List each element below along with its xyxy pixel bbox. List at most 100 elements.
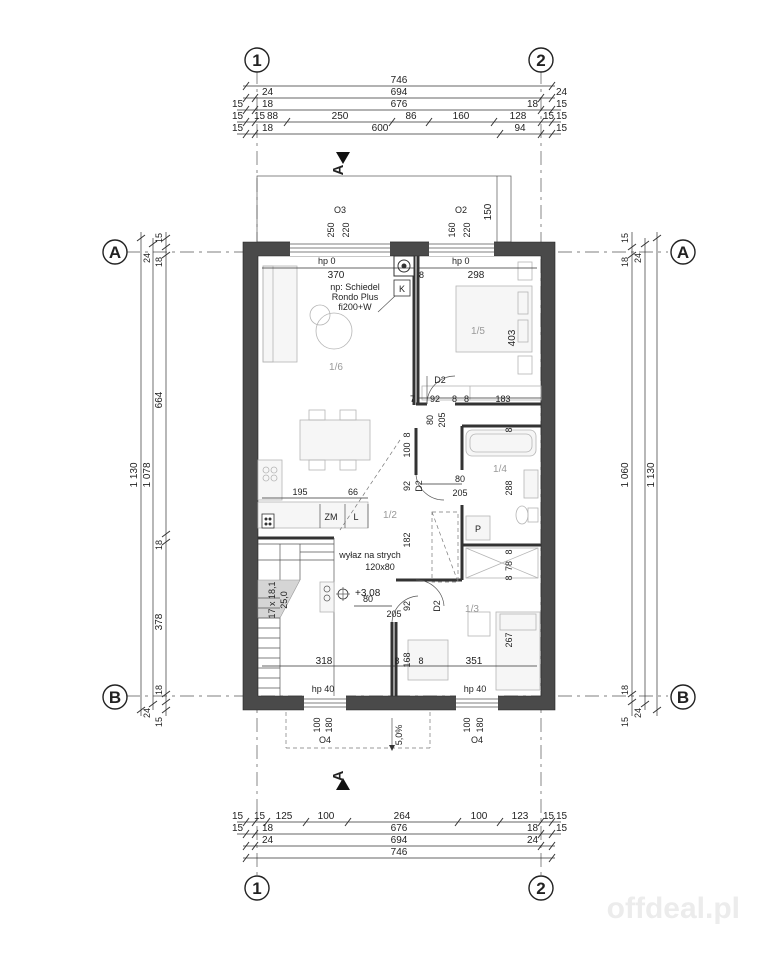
dim-top: 18 (262, 99, 274, 110)
axis-label-a-left: A (109, 243, 121, 262)
dim-8f: 8 (504, 549, 514, 554)
axis-marker-1-bottom: 1 (244, 875, 270, 901)
dim-403: 403 (507, 329, 518, 346)
dim-top: 24 (262, 87, 274, 98)
dim-top: 18 (527, 99, 539, 110)
axis-label-a-right: A (677, 243, 689, 262)
dim-bottom: 264 (394, 811, 411, 822)
attic-hatch-label: wyłaz na strych (338, 550, 401, 560)
dim-bottom: 15 (543, 811, 555, 822)
dim-80a: 80 (425, 415, 435, 425)
window-o3-height: 220 (341, 222, 351, 237)
furniture: P (257, 261, 542, 691)
dims-right: 1 060 1 130 15 24 18 18 24 15 (620, 232, 662, 727)
dim-top: 128 (510, 111, 527, 122)
interior-dims: hp 0 hp 0 370 8 298 403 D2 7 92 8 8 183 … (262, 256, 541, 694)
window-o4-right: O4 100 180 (456, 694, 498, 745)
dim-right: 15 (620, 233, 630, 243)
dim-top: 24 (556, 87, 568, 98)
dim-left: 378 (154, 613, 165, 630)
dim-205c: 205 (386, 609, 401, 619)
dim-8h: 8 (394, 656, 399, 666)
dim-351: 351 (466, 656, 483, 667)
dim-top: 15 (543, 111, 555, 122)
dim-top: 15 (254, 111, 266, 122)
level-label: +3.08 (355, 588, 381, 599)
dim-right: 24 (633, 253, 643, 263)
window-o4-left: O4 100 180 (285, 694, 431, 749)
window-o3-width: 250 (326, 222, 336, 237)
kitchen-l-label: L (353, 512, 358, 522)
dim-top: 694 (391, 87, 408, 98)
slope-arrow: 5,0% (389, 718, 404, 751)
axis-marker-a-right: A (670, 239, 696, 265)
window-o2-label: O2 (455, 205, 467, 215)
room-1-2: 1/2 (383, 510, 397, 521)
hp40-left: hp 40 (312, 684, 335, 694)
dim-top: 86 (405, 111, 417, 122)
staircase: 17 x 18,1 25,0 (257, 543, 335, 696)
dim-bottom: 15 (556, 823, 568, 834)
dim-top: 600 (372, 123, 389, 134)
axis-label-1-bottom: 1 (252, 879, 261, 898)
dim-right: 18 (620, 685, 630, 695)
dim-top: 15 (232, 99, 244, 110)
section-marker-top: A (330, 152, 350, 175)
kitchen-zm-label: ZM (325, 512, 338, 522)
axis-grid (126, 70, 668, 880)
washing-machine-label: P (475, 524, 481, 534)
window-o3-label: O3 (334, 205, 346, 215)
chimney-label-3: fi200+W (338, 302, 372, 312)
dim-8d: 8 (402, 432, 412, 437)
door-d2-c: D2 (432, 600, 442, 612)
axis-label-b-left: B (109, 688, 121, 707)
room-1-6: 1/6 (329, 362, 343, 373)
room-1-4: 1/4 (493, 464, 507, 475)
dim-bottom: 18 (527, 823, 539, 834)
dim-left: 18 (154, 540, 164, 550)
dim-bottom-total: 746 (391, 847, 408, 858)
axis-marker-b-left: B (102, 684, 128, 710)
dim-top: 18 (262, 123, 274, 134)
dim-right-sub: 1 060 (620, 462, 631, 487)
dim-66: 66 (348, 487, 358, 497)
balcony-outline: 150 (256, 175, 512, 243)
window-o3: O3 250 220 (290, 205, 390, 256)
dim-8c: 8 (464, 394, 469, 404)
dim-8g: 8 (504, 575, 514, 580)
dims-bottom: 15 15 125 100 264 100 123 15 15 15 18 67… (232, 811, 568, 863)
window-o2-width: 160 (447, 222, 457, 237)
dim-right: 24 (633, 708, 643, 718)
dim-100: 100 (402, 442, 412, 457)
dim-8e: 8 (504, 427, 514, 432)
chimney: K np: Schiedel Rondo Plus fi200+W (330, 255, 415, 313)
axis-label-b-right: B (677, 688, 689, 707)
dim-8i: 8 (418, 656, 423, 666)
window-o2: O2 160 220 (429, 205, 494, 256)
stairs-label: 17 x 18,1 (267, 581, 277, 618)
dim-left: 18 (154, 257, 164, 267)
dim-bottom: 15 (232, 811, 244, 822)
axis-marker-b-right: B (670, 684, 696, 710)
door-d2-a: D2 (434, 375, 446, 385)
interior-walls (258, 256, 541, 696)
axis-label-1-top: 1 (252, 51, 261, 70)
dim-80b: 80 (455, 474, 465, 484)
dim-bottom: 15 (556, 811, 568, 822)
dim-bottom: 100 (471, 811, 488, 822)
dim-left: 664 (154, 391, 165, 408)
window-o4-right-height: 180 (475, 717, 485, 732)
hp40-right: hp 40 (464, 684, 487, 694)
level-marker: +3.08 (336, 587, 381, 601)
section-marker-bottom: A (330, 770, 350, 790)
dim-top: 15 (556, 111, 568, 122)
chimney-label-1: np: Schiedel (330, 282, 380, 292)
room-1-5: 1/5 (471, 326, 485, 337)
door-d2-b: D2 (414, 480, 424, 492)
dim-bottom: 15 (254, 811, 266, 822)
dim-195: 195 (292, 487, 307, 497)
dim-top: 15 (232, 111, 244, 122)
attic-hatch-size: 120x80 (365, 562, 395, 572)
section-label-bottom: A (330, 770, 347, 781)
section-label-top: A (330, 164, 347, 175)
